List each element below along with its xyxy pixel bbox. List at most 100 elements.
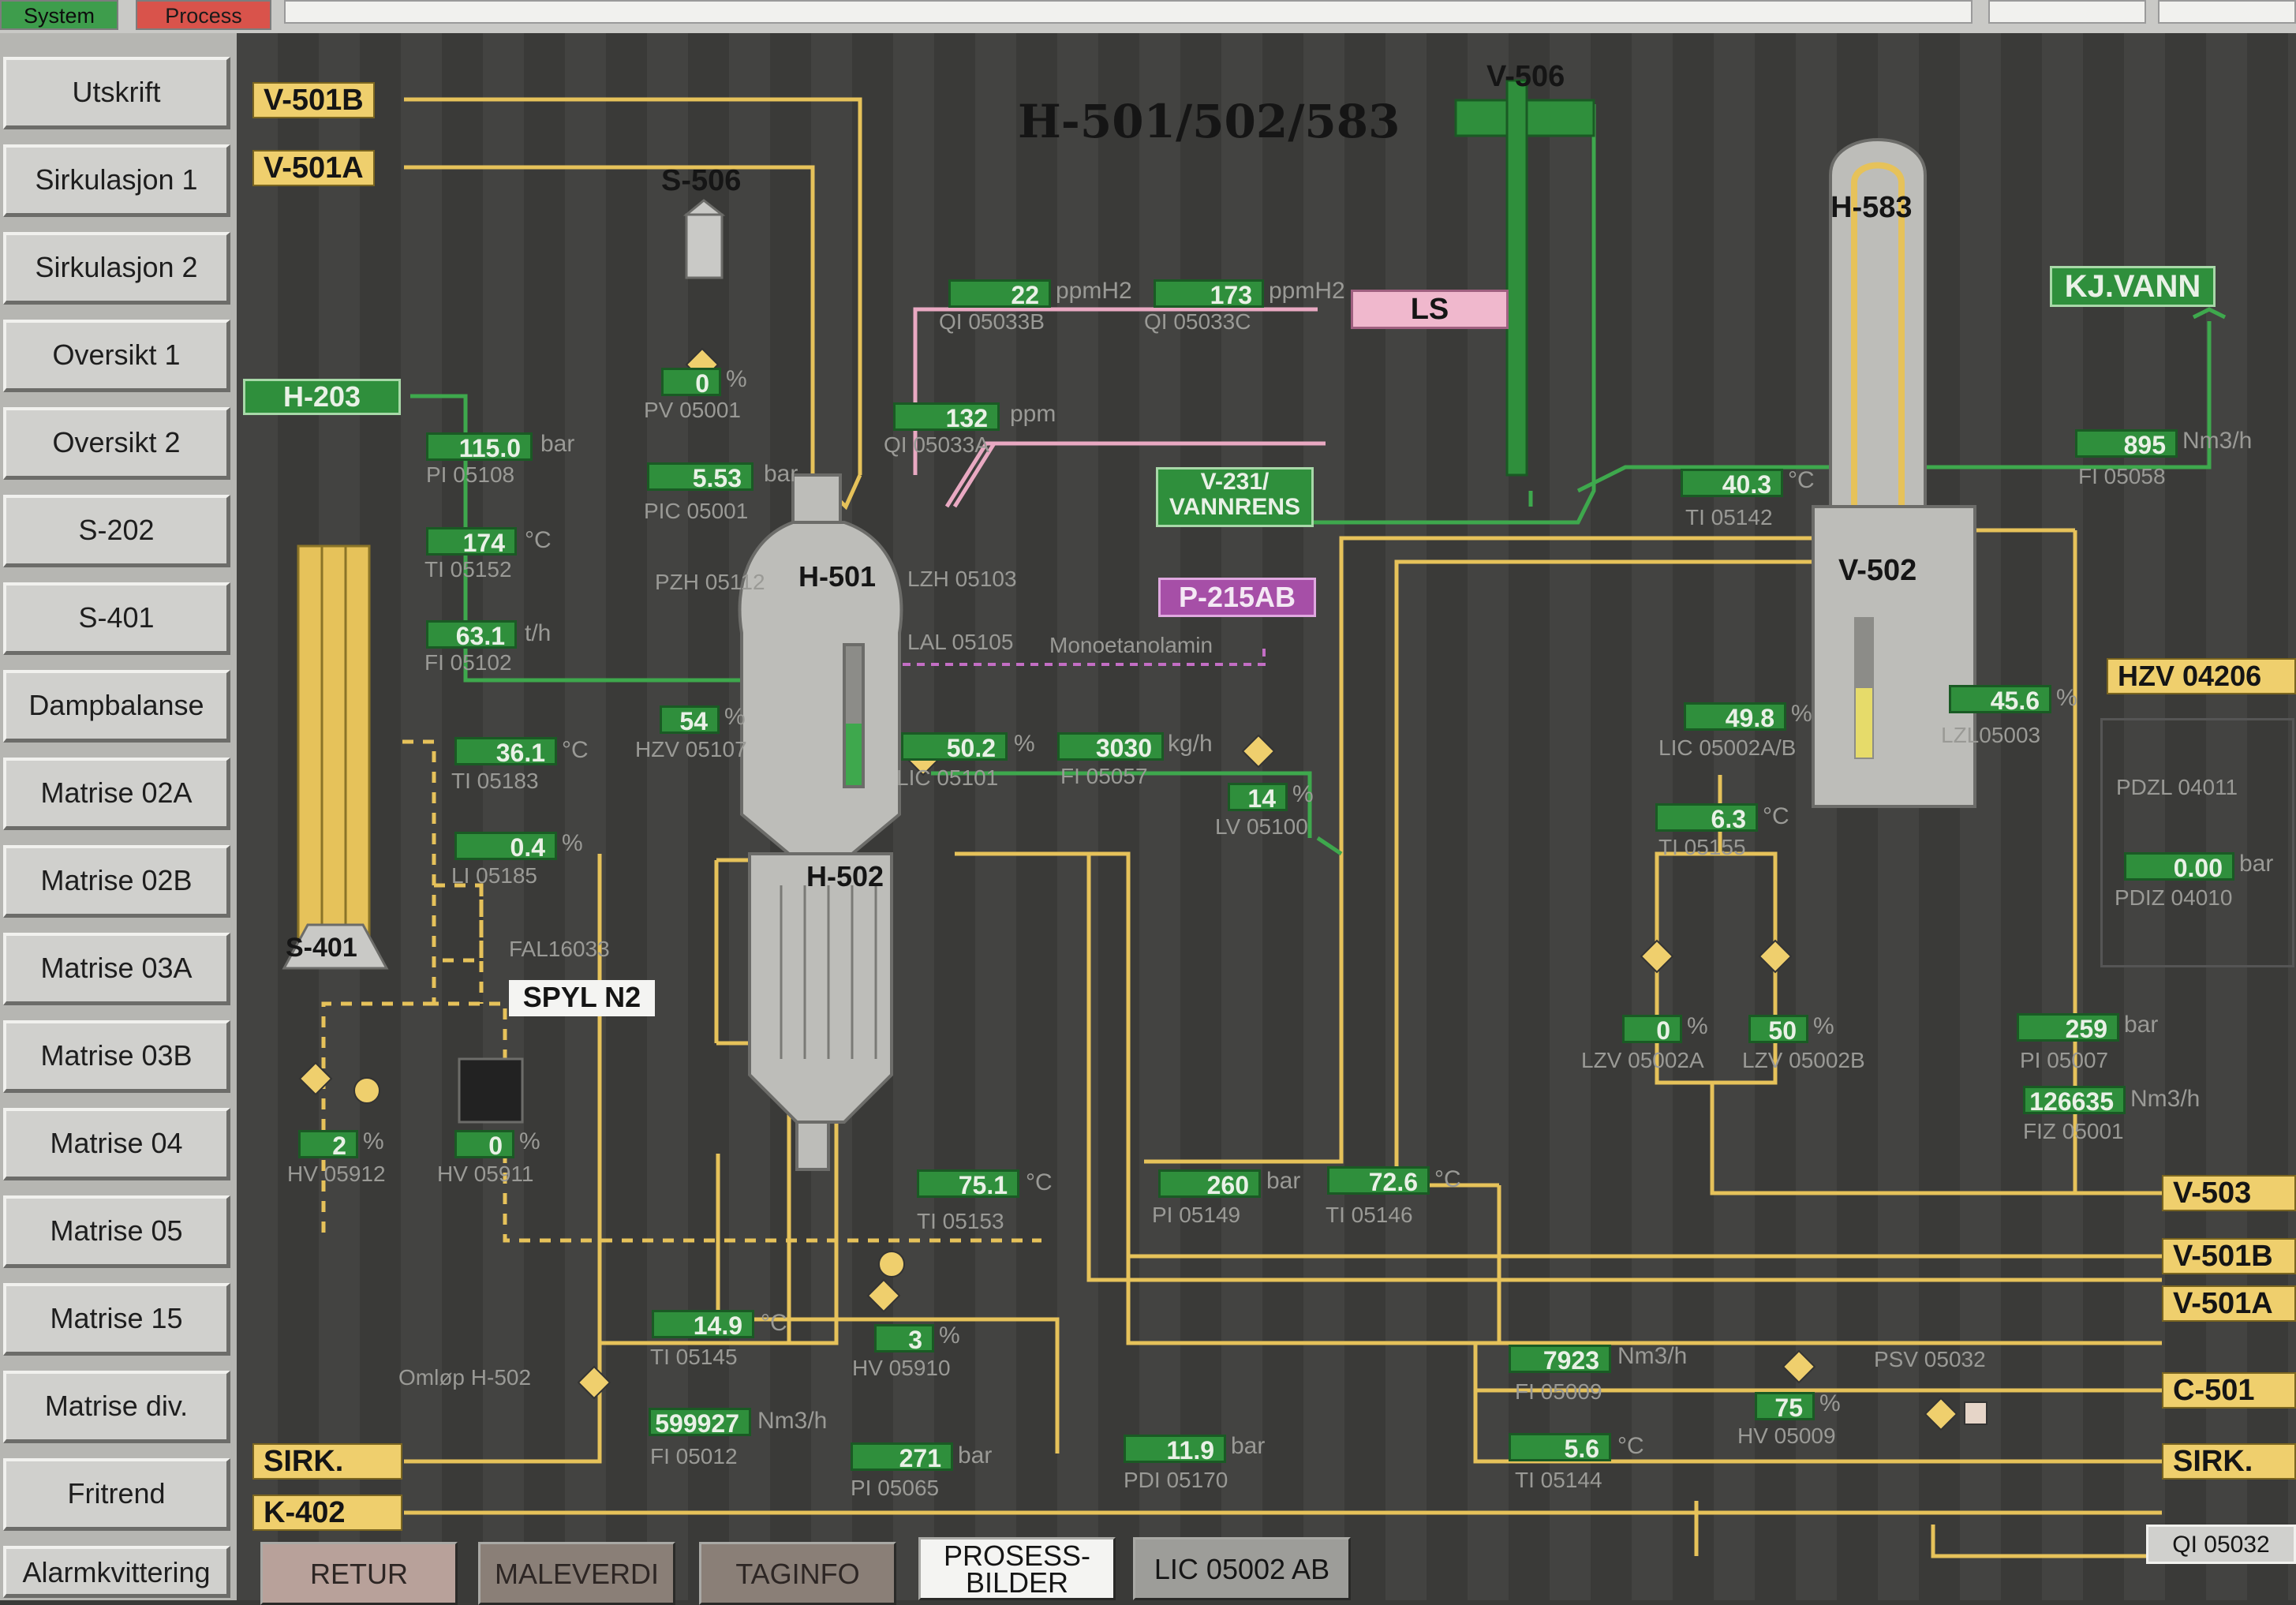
ti05183-tag: TI 05183 xyxy=(451,769,539,793)
stream-v501b-out[interactable]: V-501B xyxy=(2162,1238,2296,1274)
pi05108-value[interactable]: 115.0 xyxy=(426,432,533,462)
sidebar-item-matrise-15[interactable]: Matrise 15 xyxy=(3,1283,230,1356)
sidebar-item-matrise-05[interactable]: Matrise 05 xyxy=(3,1195,230,1268)
sidebar-item-matrise-03a[interactable]: Matrise 03A xyxy=(3,933,230,1005)
sidebar-item-utskrift[interactable]: Utskrift xyxy=(3,57,230,129)
pdi05170-value[interactable]: 11.9 xyxy=(1124,1435,1226,1464)
hv05912-unit: % xyxy=(363,1128,384,1154)
fiz05001-value[interactable]: 126635 xyxy=(2023,1086,2126,1115)
label-monoetanolamin: Monoetanolamin xyxy=(1049,633,1213,657)
equipment-v502: V-502 xyxy=(1838,554,1917,587)
stream-v503-out[interactable]: V-503 xyxy=(2162,1175,2296,1211)
pic05001-unit: bar xyxy=(764,461,798,487)
pi05007-unit: bar xyxy=(2124,1012,2159,1038)
qi05033b-value[interactable]: 22 xyxy=(948,279,1051,309)
sidebar-item-matrise-02b[interactable]: Matrise 02B xyxy=(3,845,230,918)
sidebar-item-matrise-02a[interactable]: Matrise 02A xyxy=(3,758,230,830)
qi05032-box[interactable]: QI 05032 xyxy=(2146,1525,2296,1564)
sidebar-item-s202[interactable]: S-202 xyxy=(3,495,230,567)
sidebar: Utskrift Sirkulasjon 1 Sirkulasjon 2 Ove… xyxy=(0,33,237,1600)
ti05155-value[interactable]: 6.3 xyxy=(1655,803,1758,832)
prosessbilder-button[interactable]: PROSESS- BILDER xyxy=(918,1537,1116,1600)
stream-k402-in[interactable]: K-402 xyxy=(252,1495,402,1531)
pv05001-value[interactable]: 0 xyxy=(661,368,721,397)
lzv05002a-unit: % xyxy=(1687,1013,1708,1039)
hv05910-tag: HV 05910 xyxy=(852,1356,951,1380)
process-tab[interactable]: Process xyxy=(136,0,271,30)
retur-button[interactable]: RETUR xyxy=(260,1542,458,1605)
sidebar-item-s401[interactable]: S-401 xyxy=(3,582,230,655)
hv05912-tag: HV 05912 xyxy=(287,1162,386,1186)
ti05183-value[interactable]: 36.1 xyxy=(454,737,557,766)
fi05057-value[interactable]: 3030 xyxy=(1057,732,1164,761)
stream-h203-in[interactable]: H-203 xyxy=(243,379,401,415)
taginfo-button[interactable]: TAGINFO xyxy=(699,1542,896,1605)
pi05149-value[interactable]: 260 xyxy=(1158,1169,1261,1199)
vannrens-box[interactable]: V-231/ VANNRENS xyxy=(1156,467,1314,527)
sidebar-item-matrise-03b[interactable]: Matrise 03B xyxy=(3,1020,230,1093)
hv05911-value[interactable]: 0 xyxy=(454,1130,514,1159)
fi05009-value[interactable]: 7923 xyxy=(1509,1345,1611,1374)
ti05153-unit: °C xyxy=(1026,1169,1053,1195)
hzv05107-value[interactable]: 54 xyxy=(660,705,720,735)
fi05102-value[interactable]: 63.1 xyxy=(426,620,517,649)
sidebar-item-fritrend[interactable]: Fritrend xyxy=(3,1458,230,1531)
stream-sirk-out[interactable]: SIRK. xyxy=(2162,1443,2296,1480)
kjvann-box[interactable]: KJ.VANN xyxy=(2050,266,2216,307)
hv05912-value[interactable]: 2 xyxy=(298,1130,358,1159)
lzl05003-value[interactable]: 45.6 xyxy=(1949,685,2051,714)
sidebar-item-dampbalanse[interactable]: Dampbalanse xyxy=(3,670,230,743)
hzv04206-box[interactable]: HZV 04206 xyxy=(2107,658,2296,694)
pic05001-value[interactable]: 5.53 xyxy=(647,462,753,492)
ti05152-value[interactable]: 174 xyxy=(426,527,517,556)
fi05012-tag: FI 05012 xyxy=(650,1444,738,1468)
stream-c501-out[interactable]: C-501 xyxy=(2162,1372,2296,1409)
ti05153-value[interactable]: 75.1 xyxy=(917,1169,1019,1199)
pdiz-panel xyxy=(2100,718,2294,967)
stream-sirk-in[interactable]: SIRK. xyxy=(252,1443,402,1480)
sidebar-item-matrise-04[interactable]: Matrise 04 xyxy=(3,1108,230,1180)
sidebar-item-sirkulasjon-1[interactable]: Sirkulasjon 1 xyxy=(3,144,230,217)
lic05101-value[interactable]: 50.2 xyxy=(901,732,1008,761)
qi05033a-value[interactable]: 132 xyxy=(893,402,1000,432)
status-field-3 xyxy=(2158,0,2296,24)
lzv05002b-value[interactable]: 50 xyxy=(1748,1015,1808,1044)
qi05033c-value[interactable]: 173 xyxy=(1154,279,1264,309)
fi05012-value[interactable]: 599927 xyxy=(649,1408,751,1437)
sidebar-item-oversikt-1[interactable]: Oversikt 1 xyxy=(3,320,230,392)
pi05065-tag: PI 05065 xyxy=(851,1476,940,1500)
sidebar-item-matrise-div[interactable]: Matrise div. xyxy=(3,1371,230,1443)
maleverdi-button[interactable]: MALEVERDI xyxy=(478,1542,675,1605)
stream-v501a-out[interactable]: V-501A xyxy=(2162,1285,2296,1322)
label-psv05032: PSV 05032 xyxy=(1874,1347,1986,1371)
li05185-tag: LI 05185 xyxy=(451,863,537,888)
pi05007-value[interactable]: 259 xyxy=(2017,1013,2119,1042)
equipment-v506: V-506 xyxy=(1486,60,1565,93)
fi05058-value[interactable]: 895 xyxy=(2075,429,2178,458)
lic05002ab-value[interactable]: 49.8 xyxy=(1684,702,1786,731)
sidebar-item-sirkulasjon-2[interactable]: Sirkulasjon 2 xyxy=(3,232,230,305)
hv05910-value[interactable]: 3 xyxy=(874,1324,934,1353)
system-tab[interactable]: System xyxy=(0,0,118,30)
pi05065-value[interactable]: 271 xyxy=(851,1442,953,1472)
spyl-n2-box[interactable]: SPYL N2 xyxy=(509,980,655,1016)
stream-v501b-in[interactable]: V-501B xyxy=(252,82,375,118)
li05185-value[interactable]: 0.4 xyxy=(454,832,557,861)
stream-v501a-in[interactable]: V-501A xyxy=(252,150,375,186)
sidebar-item-alarmkvittering[interactable]: Alarmkvittering xyxy=(3,1546,230,1598)
ti05144-value[interactable]: 5.6 xyxy=(1509,1433,1611,1462)
p215ab-box[interactable]: P-215AB xyxy=(1158,578,1316,617)
ti05145-value[interactable]: 14.9 xyxy=(652,1310,754,1339)
ti05145-unit: °C xyxy=(761,1310,787,1336)
pipe-v501a-in xyxy=(404,165,815,475)
pipe-sirk-in xyxy=(404,854,602,1464)
hv05009-value[interactable]: 75 xyxy=(1755,1392,1815,1421)
pdiz04010-value[interactable]: 0.00 xyxy=(2124,852,2234,881)
lzv05002a-value[interactable]: 0 xyxy=(1622,1015,1682,1044)
sidebar-item-oversikt-2[interactable]: Oversikt 2 xyxy=(3,407,230,480)
ti05142-value[interactable]: 40.3 xyxy=(1681,469,1783,498)
ls-box[interactable]: LS xyxy=(1351,290,1509,329)
ti05146-value[interactable]: 72.6 xyxy=(1327,1166,1430,1195)
lv05100-value[interactable]: 14 xyxy=(1228,783,1288,812)
lic05002ab-button[interactable]: LIC 05002 AB xyxy=(1133,1537,1351,1600)
